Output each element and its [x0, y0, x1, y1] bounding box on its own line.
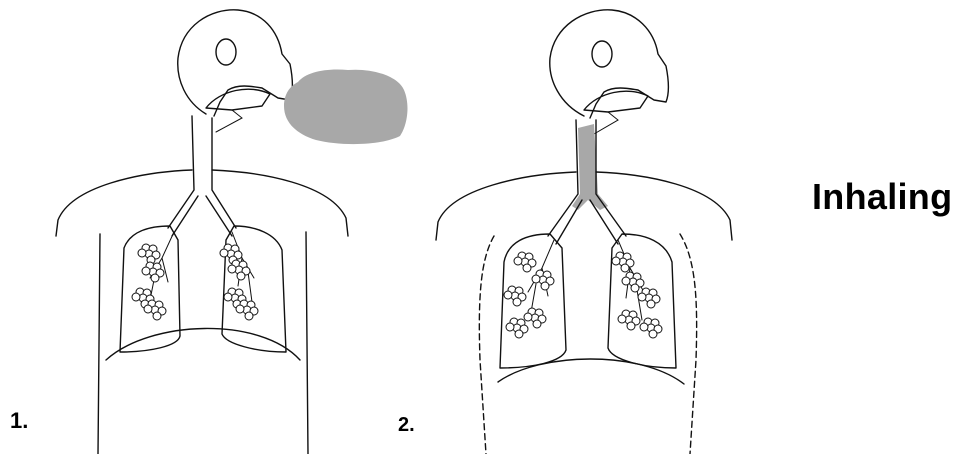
trachea	[168, 116, 236, 228]
lung-left	[120, 226, 180, 352]
mouth	[206, 89, 270, 110]
diaphragm	[498, 359, 684, 384]
panel-2-figure	[436, 10, 732, 454]
air-cloud	[284, 70, 407, 145]
expanded-ribcage-right	[680, 234, 697, 454]
panel-1-figure	[56, 10, 407, 454]
torso-outline	[56, 170, 192, 236]
eye	[216, 39, 236, 65]
eye	[592, 41, 612, 67]
diaphragm	[106, 328, 300, 360]
head-outline	[178, 10, 293, 116]
expanded-ribcage-left	[479, 236, 494, 454]
panel-1-label: 1.	[10, 408, 28, 434]
figure-title: Inhaling	[812, 176, 952, 218]
torso-outline	[436, 172, 576, 240]
panel-2-label: 2.	[398, 414, 415, 437]
